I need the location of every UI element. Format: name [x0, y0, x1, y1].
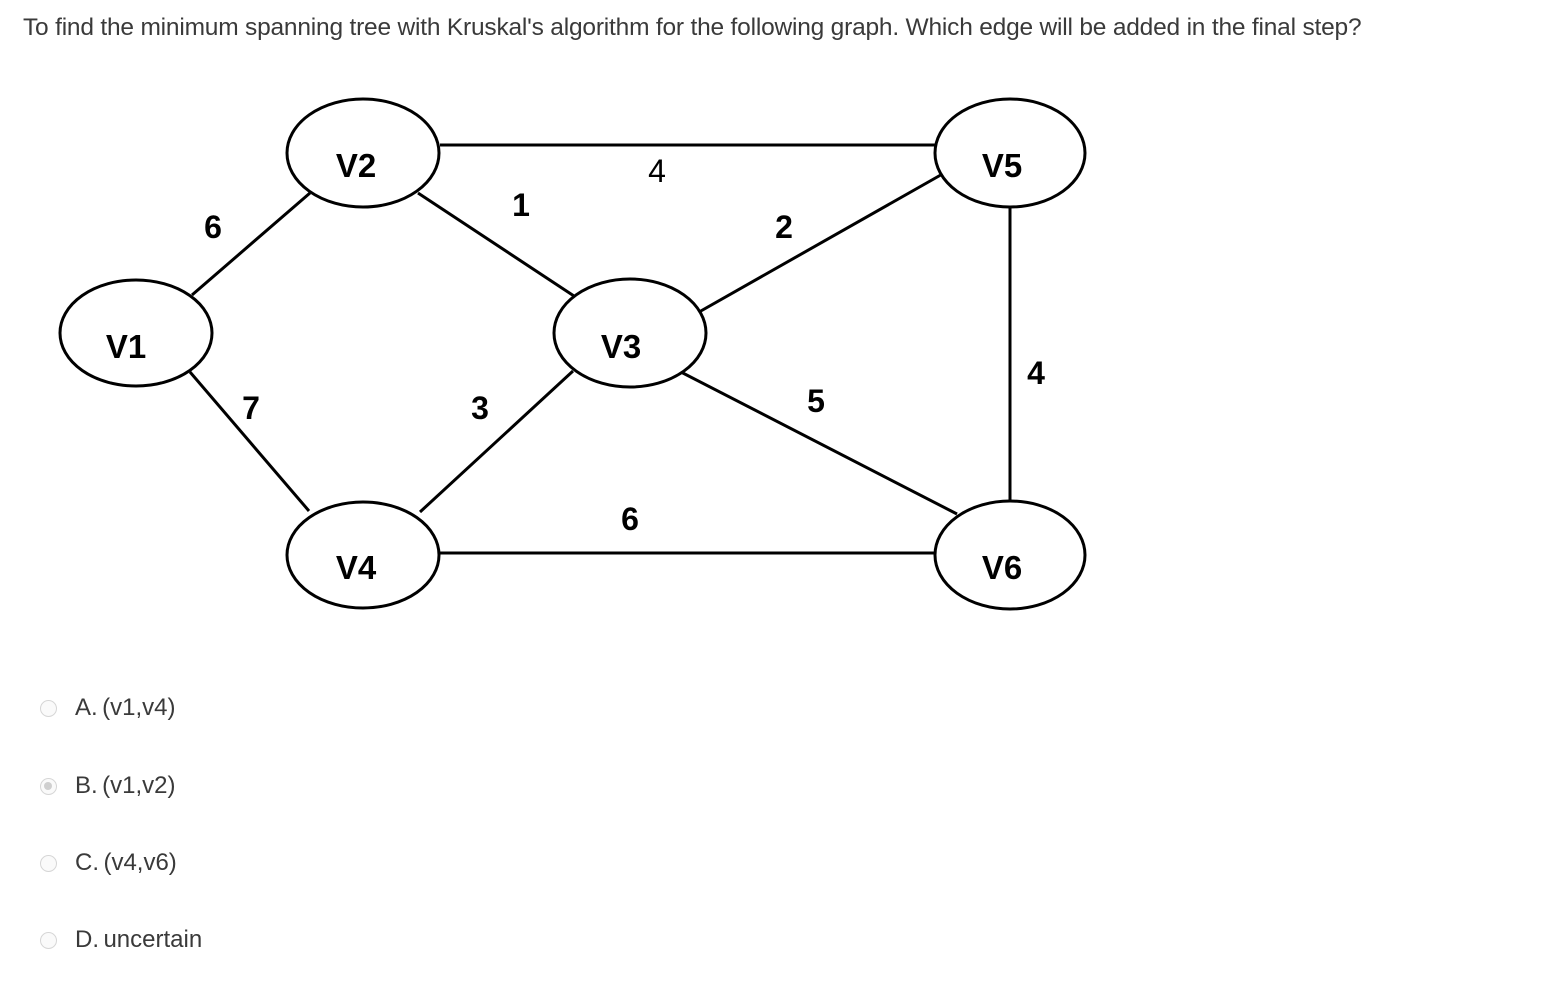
radio-a[interactable] — [40, 699, 57, 717]
weight-v3-v6: 5 — [807, 383, 825, 419]
option-b[interactable]: B. (v1,v2) — [40, 772, 176, 800]
node-label-v4: V4 — [336, 549, 377, 586]
radio-d[interactable] — [40, 931, 57, 949]
weight-v2-v3: 1 — [512, 187, 530, 223]
node-v4 — [285, 500, 441, 610]
node-label-v1: V1 — [106, 328, 146, 365]
option-d-letter: D. — [75, 926, 99, 953]
weight-v5-v6: 4 — [1027, 355, 1045, 391]
weight-v2-v5: 4 — [648, 153, 666, 189]
edge-v3-v4 — [418, 369, 575, 514]
option-a-letter: A. — [75, 694, 98, 721]
node-v3 — [552, 277, 708, 389]
question-text: To find the minimum spanning tree with K… — [23, 14, 1362, 41]
option-c[interactable]: C. (v4,v6) — [40, 849, 177, 877]
weight-v3-v5: 2 — [775, 209, 793, 245]
node-label-v2: V2 — [336, 147, 376, 184]
edge-v1-v4 — [188, 371, 311, 512]
option-a[interactable]: A. (v1,v4) — [40, 694, 176, 722]
radio-b[interactable] — [40, 777, 57, 795]
option-c-text: (v4,v6) — [103, 849, 177, 876]
weight-v3-v4: 3 — [471, 390, 489, 426]
node-v2 — [285, 97, 441, 209]
edge-v1-v2 — [191, 191, 311, 297]
edge-v2-v3 — [417, 191, 575, 298]
option-d[interactable]: D. uncertain — [40, 926, 202, 954]
option-b-text: (v1,v2) — [102, 772, 176, 799]
weight-v4-v6: 6 — [621, 501, 639, 537]
weight-v1-v4: 7 — [242, 390, 260, 426]
node-v1 — [58, 278, 214, 388]
edge-v3-v5 — [691, 170, 947, 318]
edge-v3-v6 — [676, 368, 958, 516]
node-v6 — [933, 499, 1087, 611]
node-label-v6: V6 — [982, 549, 1022, 586]
option-c-letter: C. — [75, 849, 99, 876]
node-label-v5: V5 — [982, 147, 1022, 184]
weight-v1-v2: 6 — [204, 209, 222, 245]
node-label-v3: V3 — [601, 328, 641, 365]
node-v5 — [933, 97, 1087, 209]
option-d-text: uncertain — [103, 926, 203, 953]
radio-c[interactable] — [40, 854, 57, 872]
option-a-text: (v1,v4) — [102, 694, 176, 721]
option-b-letter: B. — [75, 772, 98, 799]
